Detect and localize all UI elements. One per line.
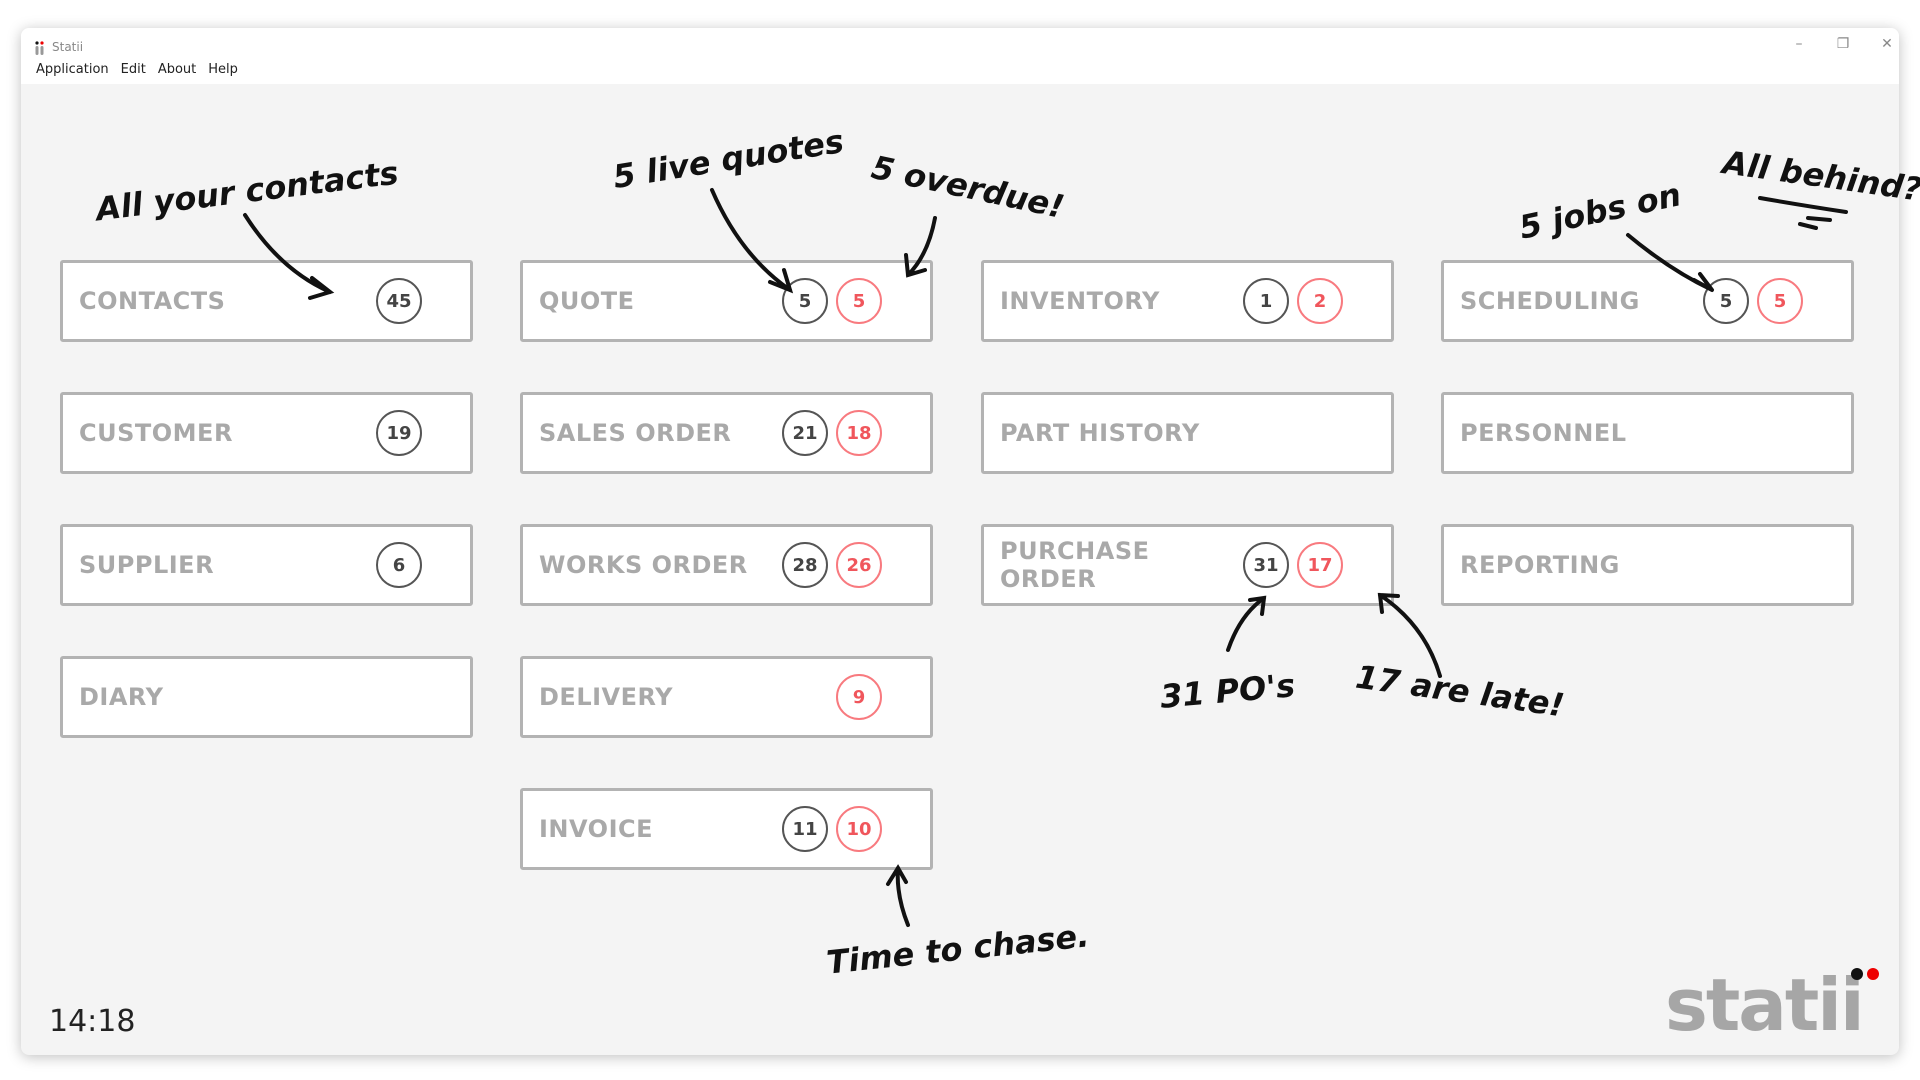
tile-personnel[interactable]: PERSONNEL (1441, 392, 1854, 474)
tile-label: PART HISTORY (1000, 419, 1200, 447)
count-badge: 31 (1243, 542, 1289, 588)
tile-label: CONTACTS (79, 287, 226, 315)
count-badge: 11 (782, 806, 828, 852)
overdue-badge: 9 (836, 674, 882, 720)
overdue-badge: 2 (1297, 278, 1343, 324)
window-title: Statii (52, 40, 84, 54)
overdue-badge: 26 (836, 542, 882, 588)
restore-icon[interactable]: ❐ (1836, 36, 1850, 52)
tile-label: INVOICE (539, 815, 654, 843)
svg-text:statii: statii (1665, 963, 1863, 1040)
count-badge: 19 (376, 410, 422, 456)
count-badge: 45 (376, 278, 422, 324)
tile-supplier[interactable]: SUPPLIER 6 (60, 524, 473, 606)
tile-contacts[interactable]: CONTACTS 45 (60, 260, 473, 342)
count-badge: 1 (1243, 278, 1289, 324)
close-icon[interactable]: ✕ (1881, 36, 1893, 52)
count-badge: 5 (782, 278, 828, 324)
tile-delivery[interactable]: DELIVERY 9 (520, 656, 933, 738)
tile-customer[interactable]: CUSTOMER 19 (60, 392, 473, 474)
count-badge: 28 (782, 542, 828, 588)
menu-about[interactable]: About (157, 62, 197, 77)
tile-diary[interactable]: DIARY (60, 656, 473, 738)
app-icon (35, 41, 44, 55)
statii-logo: statii (1665, 960, 1885, 1047)
menu-application[interactable]: Application (36, 62, 109, 77)
menu-bar: Application Edit About Help (36, 62, 238, 77)
menu-help[interactable]: Help (208, 62, 238, 77)
tile-label: WORKS ORDER (539, 551, 748, 579)
tile-label: PURCHASE ORDER (1000, 537, 1150, 593)
tile-label: SUPPLIER (79, 551, 215, 579)
count-badge: 21 (782, 410, 828, 456)
menu-edit[interactable]: Edit (120, 62, 146, 77)
minimize-icon[interactable]: – (1795, 36, 1803, 52)
tile-label: SALES ORDER (539, 419, 732, 447)
overdue-badge: 5 (1757, 278, 1803, 324)
overdue-badge: 17 (1297, 542, 1343, 588)
title-bar: Statii Application Edit About Help – ❐ ✕ (21, 28, 1899, 84)
tile-label: DELIVERY (539, 683, 674, 711)
tile-label: DIARY (79, 683, 164, 711)
count-badge: 6 (376, 542, 422, 588)
tile-part-history[interactable]: PART HISTORY (981, 392, 1394, 474)
tile-label: CUSTOMER (79, 419, 233, 447)
count-badge: 5 (1703, 278, 1749, 324)
tile-label: REPORTING (1460, 551, 1620, 579)
overdue-badge: 10 (836, 806, 882, 852)
tile-label: QUOTE (539, 287, 635, 315)
clock: 14:18 (49, 1004, 136, 1039)
tile-reporting[interactable]: REPORTING (1441, 524, 1854, 606)
tile-label: SCHEDULING (1460, 287, 1640, 315)
overdue-badge: 5 (836, 278, 882, 324)
tile-label: INVENTORY (1000, 287, 1160, 315)
tile-label: PERSONNEL (1460, 419, 1627, 447)
overdue-badge: 18 (836, 410, 882, 456)
